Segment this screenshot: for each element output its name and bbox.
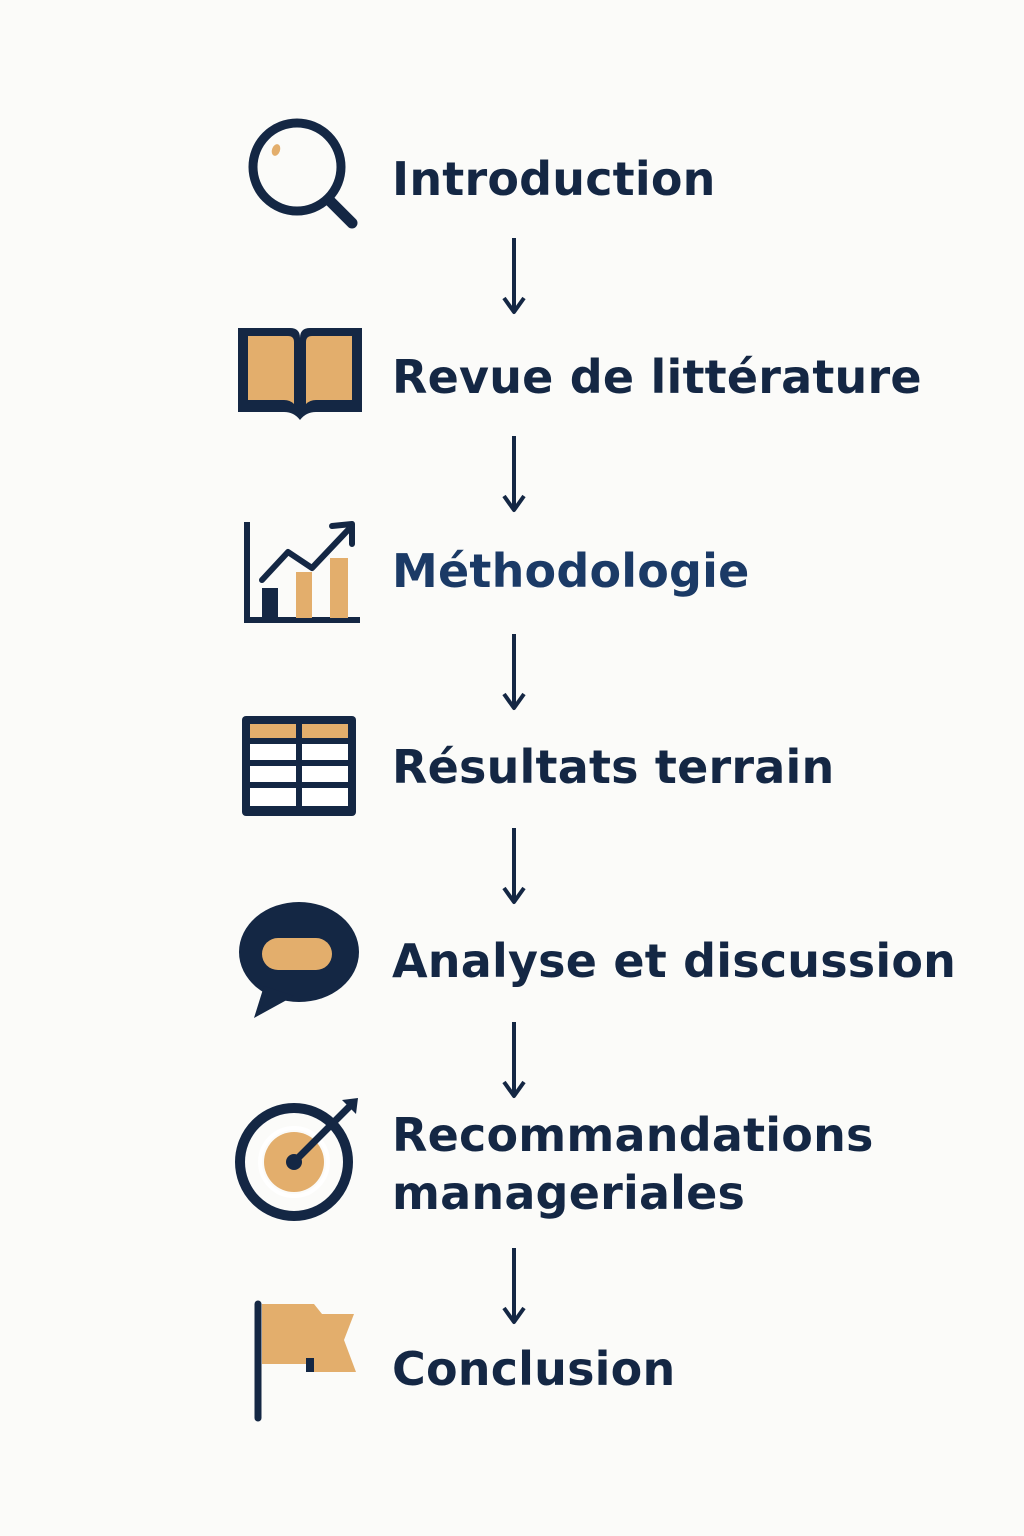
flow-arrow	[500, 826, 528, 906]
step-label-analysis: Analyse et discussion	[392, 934, 957, 988]
flow-arrow	[500, 1246, 528, 1326]
step-label-methodology: Méthodologie	[392, 544, 750, 598]
open-book-icon	[234, 322, 366, 426]
flag-icon	[250, 1300, 360, 1424]
speech-bubble-icon	[236, 900, 364, 1022]
step-label-conclusion: Conclusion	[392, 1342, 676, 1396]
step-label-literature: Revue de littérature	[392, 350, 922, 404]
flow-arrow	[500, 1020, 528, 1100]
magnifier-icon	[240, 112, 364, 236]
target-icon	[234, 1096, 364, 1224]
step-label-recommendations-line2: manageriales	[392, 1166, 746, 1220]
flow-arrow	[500, 434, 528, 514]
flow-arrow	[500, 632, 528, 712]
step-label-introduction: Introduction	[392, 152, 716, 206]
step-label-results: Résultats terrain	[392, 740, 835, 794]
flow-arrow	[500, 236, 528, 316]
step-label-recommendations-line1: Recommandations	[392, 1108, 874, 1162]
growth-chart-icon	[240, 518, 364, 628]
table-icon	[238, 712, 360, 820]
